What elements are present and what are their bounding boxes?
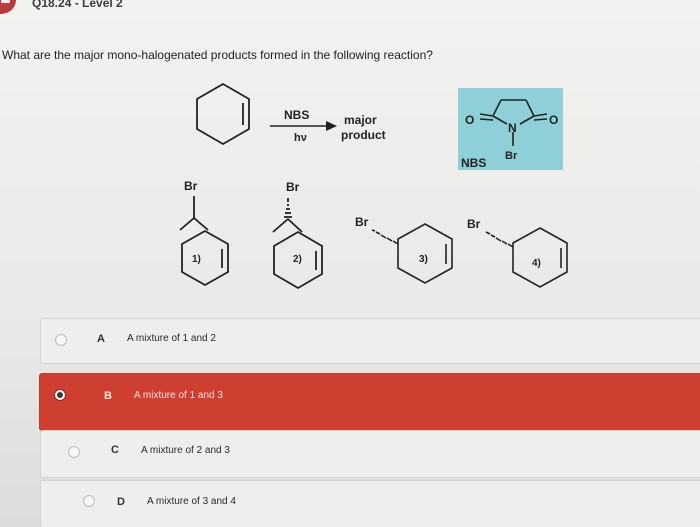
product-2-number: 2) [293, 254, 302, 265]
radio-button[interactable] [83, 495, 95, 507]
radio-button[interactable] [55, 334, 67, 346]
product-label-1: major [344, 113, 377, 127]
option-letter: D [117, 496, 125, 508]
product-3-structure [371, 223, 453, 284]
product-4-structure [485, 227, 568, 288]
option-text: A mixture of 1 and 2 [127, 333, 216, 344]
reaction-figure: NBS hν major product O O N Br NBS Br 1) [179, 82, 568, 290]
answer-option-c[interactable]: C A mixture of 2 and 3 [40, 430, 700, 478]
condition-label: hν [294, 132, 307, 144]
product-2-structure [272, 198, 323, 290]
option-text: A mixture of 2 and 3 [141, 445, 230, 456]
option-text: A mixture of 3 and 4 [147, 496, 236, 507]
arrow-head-icon [326, 121, 337, 131]
app-logo-icon [0, 0, 16, 14]
nbs-name: NBS [461, 156, 486, 170]
option-text: A mixture of 1 and 3 [134, 390, 223, 401]
radio-button[interactable] [68, 446, 80, 458]
option-letter: A [97, 333, 105, 345]
product-3-br: Br [355, 215, 369, 229]
product-4-br: Br [467, 217, 481, 231]
reagent-label: NBS [284, 108, 309, 122]
header-bar: Q18.24 - Level 2 [0, 0, 700, 14]
answer-option-d[interactable]: D A mixture of 3 and 4 [40, 480, 700, 527]
product-3-number: 3) [419, 254, 428, 265]
nbs-o-left: O [465, 113, 474, 127]
answer-option-b[interactable]: B A mixture of 1 and 3 [39, 373, 700, 431]
product-1-br: Br [184, 179, 198, 193]
product-4-number: 4) [532, 258, 541, 269]
nbs-structure [479, 99, 548, 146]
nbs-br: Br [505, 150, 518, 162]
cyclohexene-reactant [196, 82, 250, 146]
nbs-o-right: O [549, 113, 558, 127]
answer-option-a[interactable]: A A mixture of 1 and 2 [40, 318, 700, 364]
question-text: What are the major mono-halogenated prod… [2, 48, 433, 62]
radio-button-selected[interactable] [54, 389, 66, 401]
option-letter: B [104, 390, 112, 402]
product-label-2: product [341, 128, 386, 142]
nbs-n: N [508, 121, 517, 135]
nbs-structure-box [458, 88, 563, 170]
question-title: Q18.24 - Level 2 [32, 0, 123, 10]
option-letter: C [111, 444, 119, 456]
product-2-br: Br [286, 180, 300, 194]
product-1-number: 1) [192, 254, 201, 265]
product-1-structure [179, 196, 229, 287]
